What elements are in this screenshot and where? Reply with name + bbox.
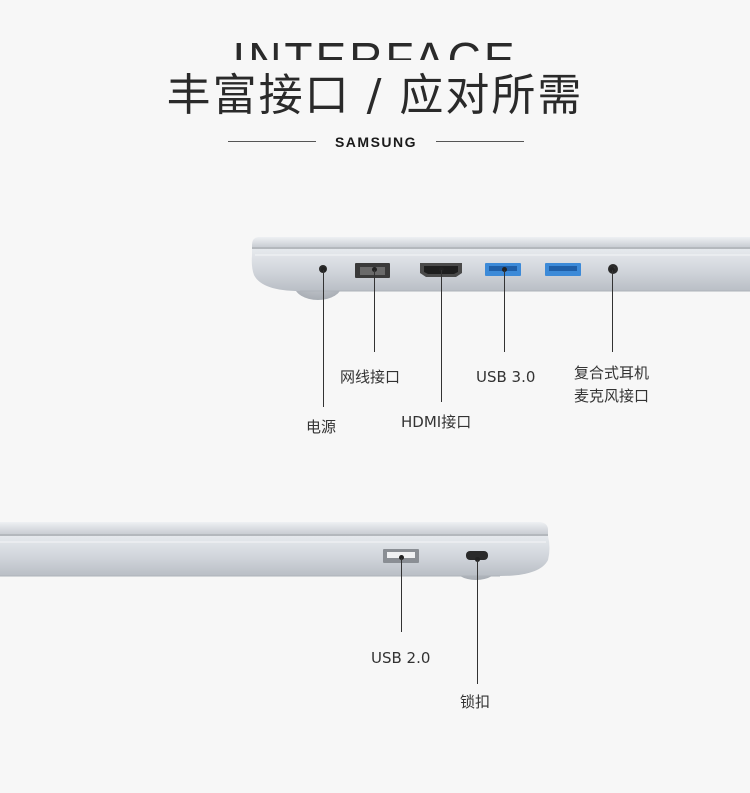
lock-pointer-line [477,560,478,684]
label-power: 电源 [306,418,337,436]
power-pointer-line [323,270,324,407]
laptop-right-side-illustration [251,237,750,300]
title-english: INTERFACE [232,33,518,60]
brand-divider-left [228,141,316,142]
label-ethernet: 网线接口 [340,368,401,386]
brand-divider-right [436,141,524,142]
label-lock: 锁扣 [460,693,491,711]
label-audio-line2: 麦克风接口 [574,387,650,405]
label-hdmi: HDMI接口 [401,413,472,431]
audio-pointer-dot [610,267,615,272]
audio-pointer-line [612,270,613,352]
usb3-pointer-dot [502,267,507,272]
usb3-pointer-line [504,270,505,352]
kensington-lock-slot [466,551,488,560]
ethernet-pointer-dot [372,267,377,272]
brand-logo: SAMSUNG [334,134,418,150]
laptop-left-side-illustration [0,522,550,580]
usb2-pointer-dot [399,555,404,560]
hdmi-pointer-dot [439,267,444,272]
hdmi-pointer-line [441,270,442,402]
brand-row: SAMSUNG [228,132,524,152]
title-chinese: 丰富接口 / 应对所需 [166,70,584,121]
power-pointer-dot [321,267,326,272]
ethernet-pointer-line [374,270,375,352]
label-audio-line1: 复合式耳机 [574,364,650,382]
usb2-pointer-line [401,558,402,632]
label-usb3: USB 3.0 [476,368,536,386]
label-usb2: USB 2.0 [371,649,431,667]
lock-pointer-dot [475,557,480,562]
